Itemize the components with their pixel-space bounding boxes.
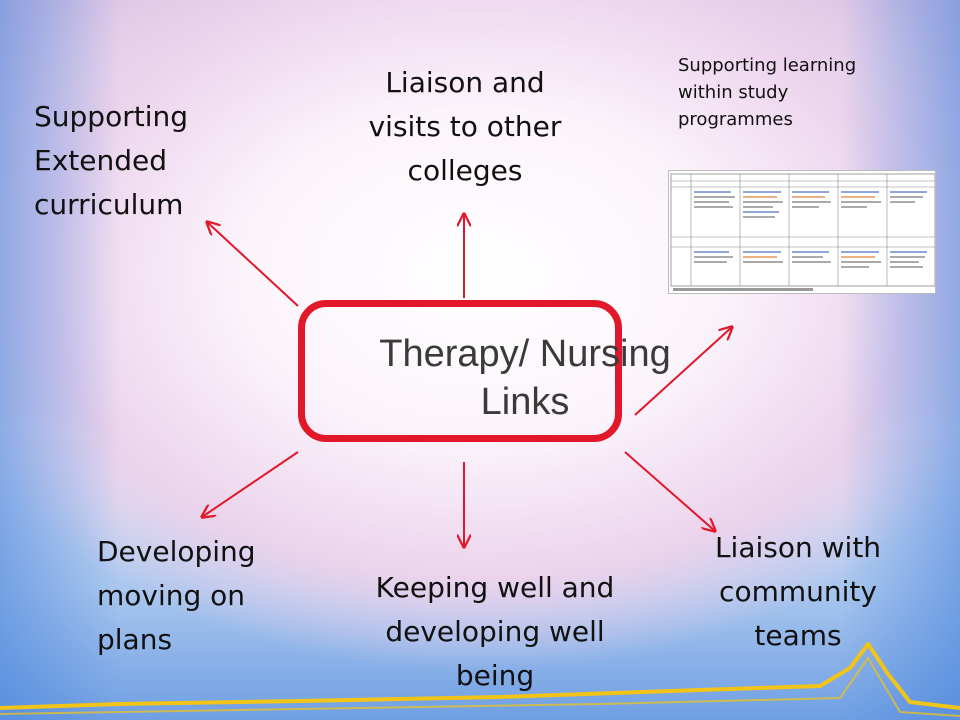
- arrow-to-moving-on: [202, 451, 299, 517]
- arrow-to-supporting-learning: [634, 327, 732, 416]
- center-node-title: Therapy/ Nursing Links: [379, 333, 671, 423]
- label-liaison-other-colleges: Liaison and visits to other colleges: [368, 66, 562, 187]
- arrow-to-extended: [207, 222, 299, 307]
- label-keeping-well: Keeping well and developing well being: [375, 571, 615, 692]
- arrow-to-community: [624, 451, 715, 531]
- label-supporting-learning: Supporting learning within study program…: [678, 55, 857, 130]
- label-liaison-community-teams: Liaison with community teams: [714, 531, 882, 652]
- center-node-box: [298, 300, 622, 442]
- label-supporting-extended-curriculum: Supporting Extended curriculum: [34, 100, 188, 221]
- timetable-thumbnail-image: [668, 170, 936, 294]
- label-developing-moving-on-plans: Developing moving on plans: [97, 535, 256, 656]
